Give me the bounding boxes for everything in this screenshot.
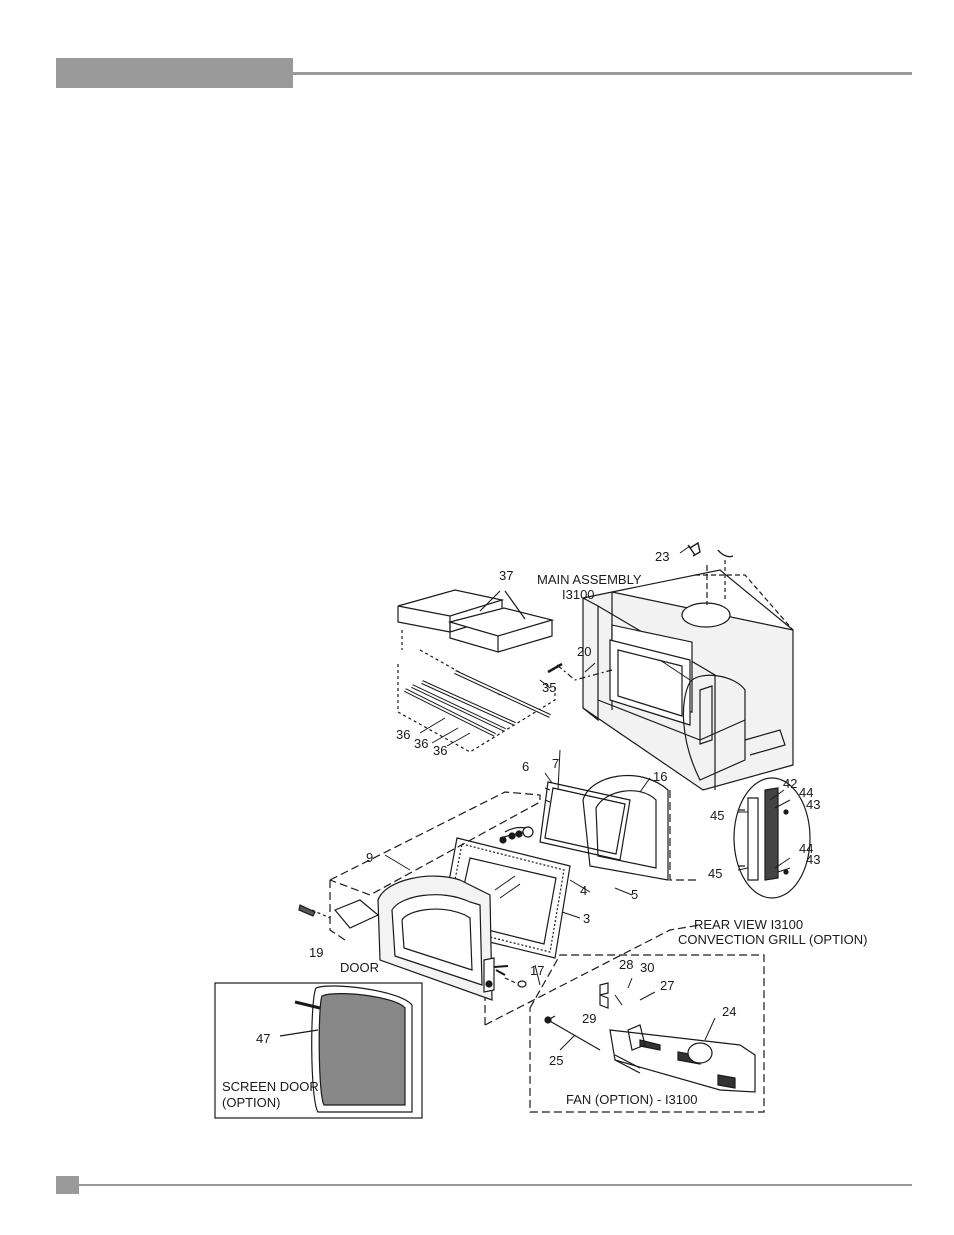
part-17: 17: [530, 963, 544, 978]
part-9: 9: [366, 850, 373, 865]
label-convection-grill: CONVECTION GRILL (OPTION): [678, 932, 867, 947]
label-screen-door-option: (OPTION): [222, 1095, 281, 1110]
part-23: 23: [655, 549, 669, 564]
label-main-assembly: MAIN ASSEMBLY: [537, 572, 642, 587]
part-47: 47: [256, 1031, 270, 1046]
footer-rule: [79, 1184, 912, 1186]
part-16: 16: [653, 769, 667, 784]
part-24: 24: [722, 1004, 736, 1019]
label-rear-view: REAR VIEW I3100: [694, 917, 803, 932]
part-36-b: 36: [414, 736, 428, 751]
label-main-model: I3100: [562, 587, 595, 602]
part-7: 7: [552, 756, 559, 771]
part-36-c: 36: [433, 743, 447, 758]
firebrick-panels: [398, 590, 552, 652]
door-assembly: [378, 827, 533, 1000]
part-25: 25: [549, 1053, 563, 1068]
part-19: 19: [309, 945, 323, 960]
part-42: 42: [783, 776, 797, 791]
part-45-a: 45: [710, 808, 724, 823]
label-screen-door: SCREEN DOOR: [222, 1079, 319, 1094]
part-35: 35: [542, 680, 556, 695]
part-37: 37: [499, 568, 513, 583]
part-44-b: 44: [799, 841, 813, 856]
part-6: 6: [522, 759, 529, 774]
part-36-a: 36: [396, 727, 410, 742]
part-3: 3: [583, 911, 590, 926]
footer-tab: [56, 1176, 79, 1194]
part-44-a: 44: [799, 785, 813, 800]
part-29: 29: [582, 1011, 596, 1026]
part-27: 27: [660, 978, 674, 993]
part-28: 28: [619, 957, 633, 972]
part-4: 4: [580, 883, 587, 898]
label-door: DOOR: [340, 960, 379, 975]
part-45-b: 45: [708, 866, 722, 881]
tubes: [398, 650, 612, 752]
part-20: 20: [577, 644, 591, 659]
label-fan: FAN (OPTION) - I3100: [566, 1092, 697, 1107]
handle: [299, 905, 330, 918]
part-30: 30: [640, 960, 654, 975]
glass-frame: [540, 776, 668, 880]
fan-panel: [530, 955, 764, 1112]
part-5: 5: [631, 887, 638, 902]
